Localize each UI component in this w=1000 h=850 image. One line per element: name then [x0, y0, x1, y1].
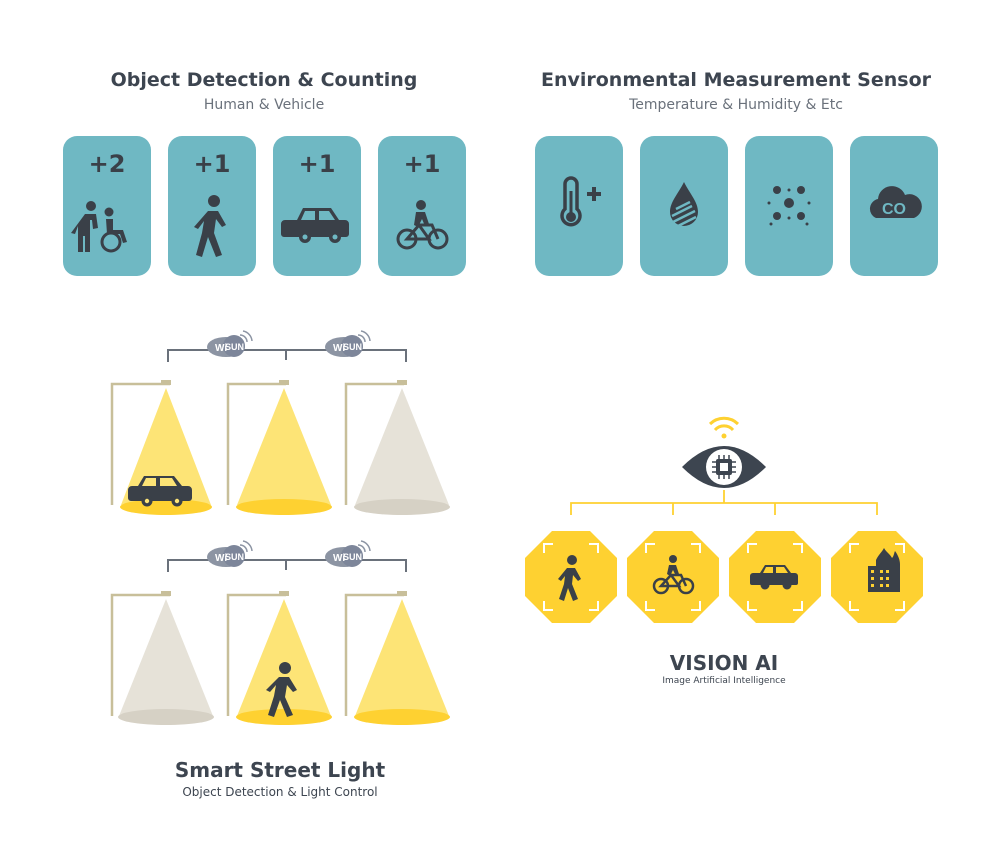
- count-card-car: +1: [273, 136, 361, 276]
- walking-person-icon: [266, 662, 297, 717]
- street-light-network-top: [167, 349, 407, 362]
- svg-text:Wi: Wi: [215, 343, 227, 354]
- environment-subtitle: Temperature & Humidity & Etc: [629, 97, 843, 113]
- street-lamp: [344, 380, 450, 515]
- wisun-badge: Wi SUN: [207, 330, 253, 357]
- object-detection-subtitle: Human & Vehicle: [203, 97, 325, 113]
- street-light-subtitle: Object Detection & Light Control: [182, 785, 378, 799]
- vision-ai-subtitle: Image Artificial Intelligence: [662, 676, 786, 686]
- count-value: +1: [298, 150, 336, 178]
- count-value: +2: [88, 150, 126, 178]
- detection-badge-car: [729, 531, 821, 623]
- svg-text:SUN: SUN: [343, 552, 362, 562]
- water-drop-icon: [670, 182, 698, 228]
- count-value: +1: [403, 150, 441, 178]
- co-label: CO: [882, 201, 906, 218]
- street-light-network-bottom: [167, 559, 407, 572]
- svg-text:Wi: Wi: [215, 553, 227, 564]
- count-card-pedestrian-wheelchair: +2: [63, 136, 151, 276]
- environment-title: Environmental Measurement Sensor: [540, 69, 932, 91]
- street-lamp: [110, 380, 212, 515]
- detection-badge-cyclist: [627, 531, 719, 623]
- fine-dust-icon: [767, 186, 811, 226]
- svg-text:SUN: SUN: [225, 342, 244, 352]
- detection-badge-fire: [831, 531, 923, 623]
- pedestrian-icon: [558, 555, 581, 601]
- wisun-badge: Wi SUN: [207, 540, 253, 567]
- svg-text:Wi: Wi: [333, 343, 345, 354]
- wisun-badge: Wi SUN: [325, 540, 371, 567]
- svg-text:SUN: SUN: [225, 552, 244, 562]
- light-cone-on: [121, 388, 211, 505]
- light-cone-on: [355, 599, 449, 716]
- cyclist-icon: [396, 200, 449, 250]
- count-value: +1: [193, 150, 231, 178]
- light-cone-on: [237, 388, 331, 505]
- light-cone-dim: [355, 388, 449, 505]
- wisun-badge: Wi SUN: [325, 330, 371, 357]
- light-cone-dim: [119, 599, 213, 716]
- car-icon: [128, 476, 192, 507]
- street-lamp: [344, 591, 450, 725]
- street-lamp: [226, 591, 332, 725]
- walking-person-icon: [194, 195, 226, 257]
- wifi-icon: [708, 416, 740, 439]
- count-card-walking-person: +1: [168, 136, 256, 276]
- cyclist-icon: [652, 555, 695, 595]
- pedestrian-wheelchair-icon: [71, 201, 127, 253]
- sensor-card-co: CO: [850, 136, 938, 276]
- street-lamp: [110, 591, 214, 725]
- svg-text:Wi: Wi: [333, 553, 345, 564]
- vision-ai-connectors: [570, 490, 878, 515]
- sensor-card-fine-dust: [745, 136, 833, 276]
- co-cloud-icon: CO: [869, 186, 922, 218]
- sensor-card-humidity: [640, 136, 728, 276]
- burning-building-icon: [868, 548, 900, 592]
- object-detection-title: Object Detection & Counting: [110, 69, 418, 91]
- eye-chip-icon: [682, 446, 766, 488]
- vision-ai-title: VISION AI: [669, 651, 779, 675]
- count-card-cyclist: +1: [378, 136, 466, 276]
- sensor-card-temperature: [535, 136, 623, 276]
- street-light-title: Smart Street Light: [174, 758, 386, 782]
- thermometer-plus-icon: [560, 176, 601, 227]
- detection-badge-pedestrian: [525, 531, 617, 623]
- light-cone-on: [237, 599, 331, 716]
- svg-text:SUN: SUN: [343, 342, 362, 352]
- car-icon: [281, 208, 349, 243]
- street-lamp: [226, 380, 332, 515]
- car-icon: [750, 565, 798, 590]
